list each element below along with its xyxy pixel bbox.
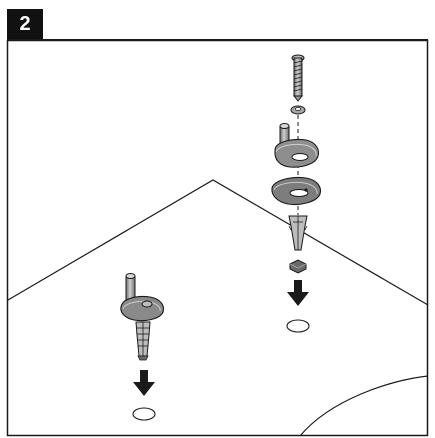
insert-direction-arrow-left xyxy=(133,370,155,396)
expansion-anchor xyxy=(288,215,308,251)
screw xyxy=(291,54,305,102)
bowl-rim-outline xyxy=(7,179,429,306)
anchor-nut xyxy=(289,259,307,274)
washer xyxy=(290,105,306,115)
hinge-top-with-post xyxy=(274,123,320,168)
mounting-hole-right xyxy=(286,319,310,333)
insert-direction-arrow-right xyxy=(287,280,309,306)
mounting-hole-left xyxy=(132,407,156,421)
bowl-inner-curve xyxy=(299,375,429,437)
assembled-hinge xyxy=(120,273,165,361)
hinge-base-plate xyxy=(271,176,322,206)
panel-border xyxy=(6,39,429,437)
exploded-hinge-assembly xyxy=(271,54,322,333)
step-number-badge: 2 xyxy=(7,9,43,39)
